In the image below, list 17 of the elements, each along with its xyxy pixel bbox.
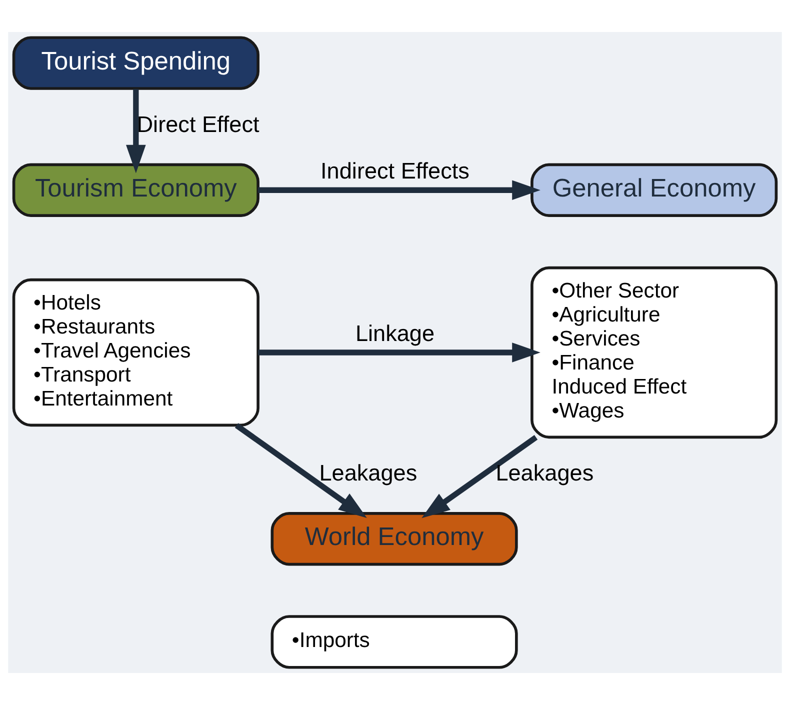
edge-label: Leakages: [496, 460, 594, 486]
arrow: [126, 88, 146, 173]
node-box: Tourism Economy: [12, 162, 260, 216]
node-box: Tourist Spending: [12, 36, 260, 90]
arrow: [422, 434, 538, 518]
arrow: [258, 180, 540, 200]
edge-label: Linkage: [355, 320, 435, 346]
node-box: World Economy: [270, 512, 518, 566]
node-box: General Economy: [530, 162, 778, 216]
node-box: •Hotels •Restaurants •Travel Agencies •Transport •Entertainment: [12, 278, 260, 426]
arrow: [258, 342, 540, 362]
arrow: [234, 422, 367, 518]
node-box: •Other Sector •Agriculture •Services •Finance Induced Effect •Wages: [530, 266, 778, 438]
node-box: •Imports: [270, 614, 518, 668]
edge-label: Leakages: [319, 460, 418, 486]
edge-label: Direct Effect: [136, 111, 260, 136]
edge-label: Indirect Effects: [320, 158, 470, 184]
